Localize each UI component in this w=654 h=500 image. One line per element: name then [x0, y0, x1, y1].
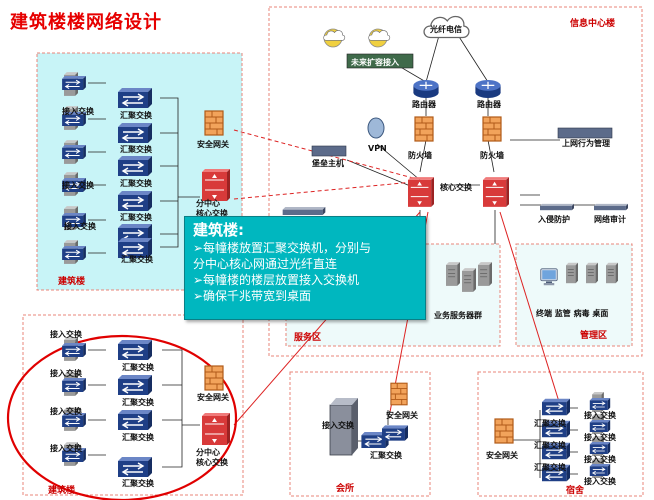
- label-security-gateway: 安全网关: [197, 392, 229, 402]
- callout-title: 建筑楼:: [193, 221, 244, 239]
- label-access-switch: 接入交换: [322, 420, 355, 430]
- label-security-gateway: 安全网关: [386, 410, 418, 420]
- label-aggregation-switch: 汇聚交换: [534, 418, 567, 428]
- club-devices: [329, 382, 408, 456]
- label-access-switch: 接入交换: [50, 368, 83, 378]
- label-aggregation-switch: 汇聚交换: [122, 397, 155, 407]
- zone-club: [289, 371, 431, 497]
- label-internet-behavior: 上网行为管理: [562, 138, 610, 148]
- callout-line: ➢每幢楼的楼层放置接入交换机: [193, 273, 360, 287]
- label-router: 路由器: [477, 99, 502, 109]
- info-center-labels: 信息中心楼 光纤电信 未来扩容接入 路由器 路由器 VPN 防火墙 防火墙 堡垒…: [294, 17, 626, 343]
- club-labels: 接入交换 安全网关 汇聚交换 会所: [322, 410, 418, 494]
- callout-line: ➢每幢楼放置汇聚交换机，分别与: [193, 241, 372, 255]
- label-access-switch: 接入交换: [62, 180, 95, 190]
- label-access-switch: 接入交换: [50, 406, 83, 416]
- label-branch-core: 分中心核心交换: [196, 447, 229, 467]
- label-fiber-telecom: 光纤电信: [429, 24, 462, 34]
- label-aggregation-switch: 汇聚交换: [370, 450, 403, 460]
- label-aggregation-switch: 汇聚交换: [120, 110, 153, 120]
- zone-info-center: [268, 6, 643, 357]
- label-access-switch: 接入交换: [584, 454, 617, 464]
- label-future-expansion: 未来扩容接入: [350, 57, 399, 67]
- label-service-servers: 业务服务器群: [434, 310, 482, 320]
- label-router: 路由器: [412, 99, 437, 109]
- label-aggregation-switch: 汇聚交换: [122, 362, 155, 372]
- zone-label-management: 管理区: [580, 329, 607, 341]
- label-access-switch: 接入交换: [584, 410, 617, 420]
- zone-label-info-center: 信息中心楼: [570, 17, 615, 29]
- label-access-switch: 接入交换: [584, 432, 617, 442]
- callout-list: ➢每幢楼放置汇聚交换机，分别与 分中心核心网通过光纤直连 ➢每幢楼的楼层放置接入…: [193, 240, 417, 304]
- highlight-ellipse: [6, 334, 238, 500]
- zone-management: [515, 243, 633, 347]
- zone-label-building-bottom: 建筑楼: [48, 484, 75, 496]
- label-access-switch: 接入交换: [62, 106, 95, 116]
- callout-box: 建筑楼: ➢每幢楼放置汇聚交换机，分别与 分中心核心网通过光纤直连 ➢每幢楼的楼…: [184, 216, 426, 320]
- zone-label-building-top: 建筑楼: [58, 275, 85, 287]
- label-core-switch: 核心交换: [440, 182, 473, 192]
- zone-label-club: 会所: [336, 482, 354, 494]
- page-title: 建筑楼楼网络设计: [10, 12, 162, 33]
- label-aggregation-switch: 汇聚交换: [534, 440, 567, 450]
- callout-line: ➢确保千兆带宽到桌面: [193, 289, 312, 303]
- callout-line: 分中心核心网通过光纤直连: [193, 257, 338, 271]
- zone-building-bottom: [22, 314, 244, 496]
- building-top-labels: 接入交换 接入交换 接入交换 汇聚交换 汇聚交换 汇聚交换 汇聚交换 汇聚交换 …: [58, 106, 229, 287]
- label-firewall: 防火墙: [480, 150, 504, 160]
- label-access-switch: 接入交换: [50, 329, 83, 339]
- label-bastion-host: 堡垒主机: [312, 158, 344, 168]
- zone-dorm: [477, 371, 644, 497]
- label-aggregation-switch: 汇聚交换: [122, 478, 155, 488]
- zone-label-dorm: 宿舍: [566, 484, 585, 496]
- label-access-switch: 接入交换: [584, 476, 617, 486]
- label-security-gateway: 安全网关: [197, 139, 229, 149]
- label-mgmt-terminals: 终端 监管 病毒 桌面: [535, 308, 608, 318]
- label-aggregation-switch: 汇聚交换: [121, 254, 154, 264]
- label-branch-core: 分中心核心交换: [196, 198, 229, 218]
- label-access-switch: 接入交换: [50, 443, 83, 453]
- info-center-devices: [282, 15, 628, 292]
- zone-label-service: 服务区: [294, 331, 321, 343]
- label-access-switch: 接入交换: [64, 221, 97, 231]
- label-firewall: 防火墙: [408, 150, 432, 160]
- label-security-gateway: 安全网关: [486, 450, 518, 460]
- dorm-labels: 安全网关 汇聚交换 汇聚交换 汇聚交换 接入交换 接入交换 接入交换 接入交换 …: [486, 410, 617, 496]
- label-intrusion-protection: 入侵防护: [537, 214, 570, 224]
- label-aggregation-switch: 汇聚交换: [120, 178, 153, 188]
- label-aggregation-switch: 汇聚交换: [120, 144, 153, 154]
- building-bottom-labels: 接入交换 接入交换 接入交换 接入交换 汇聚交换 汇聚交换 汇聚交换 汇聚交换 …: [48, 329, 229, 496]
- label-network-audit: 网络审计: [594, 214, 626, 224]
- label-aggregation-switch: 汇聚交换: [122, 432, 155, 442]
- label-aggregation-switch: 汇聚交换: [534, 462, 567, 472]
- label-aggregation-switch: 汇聚交换: [120, 212, 153, 222]
- label-vpn: VPN: [368, 144, 387, 153]
